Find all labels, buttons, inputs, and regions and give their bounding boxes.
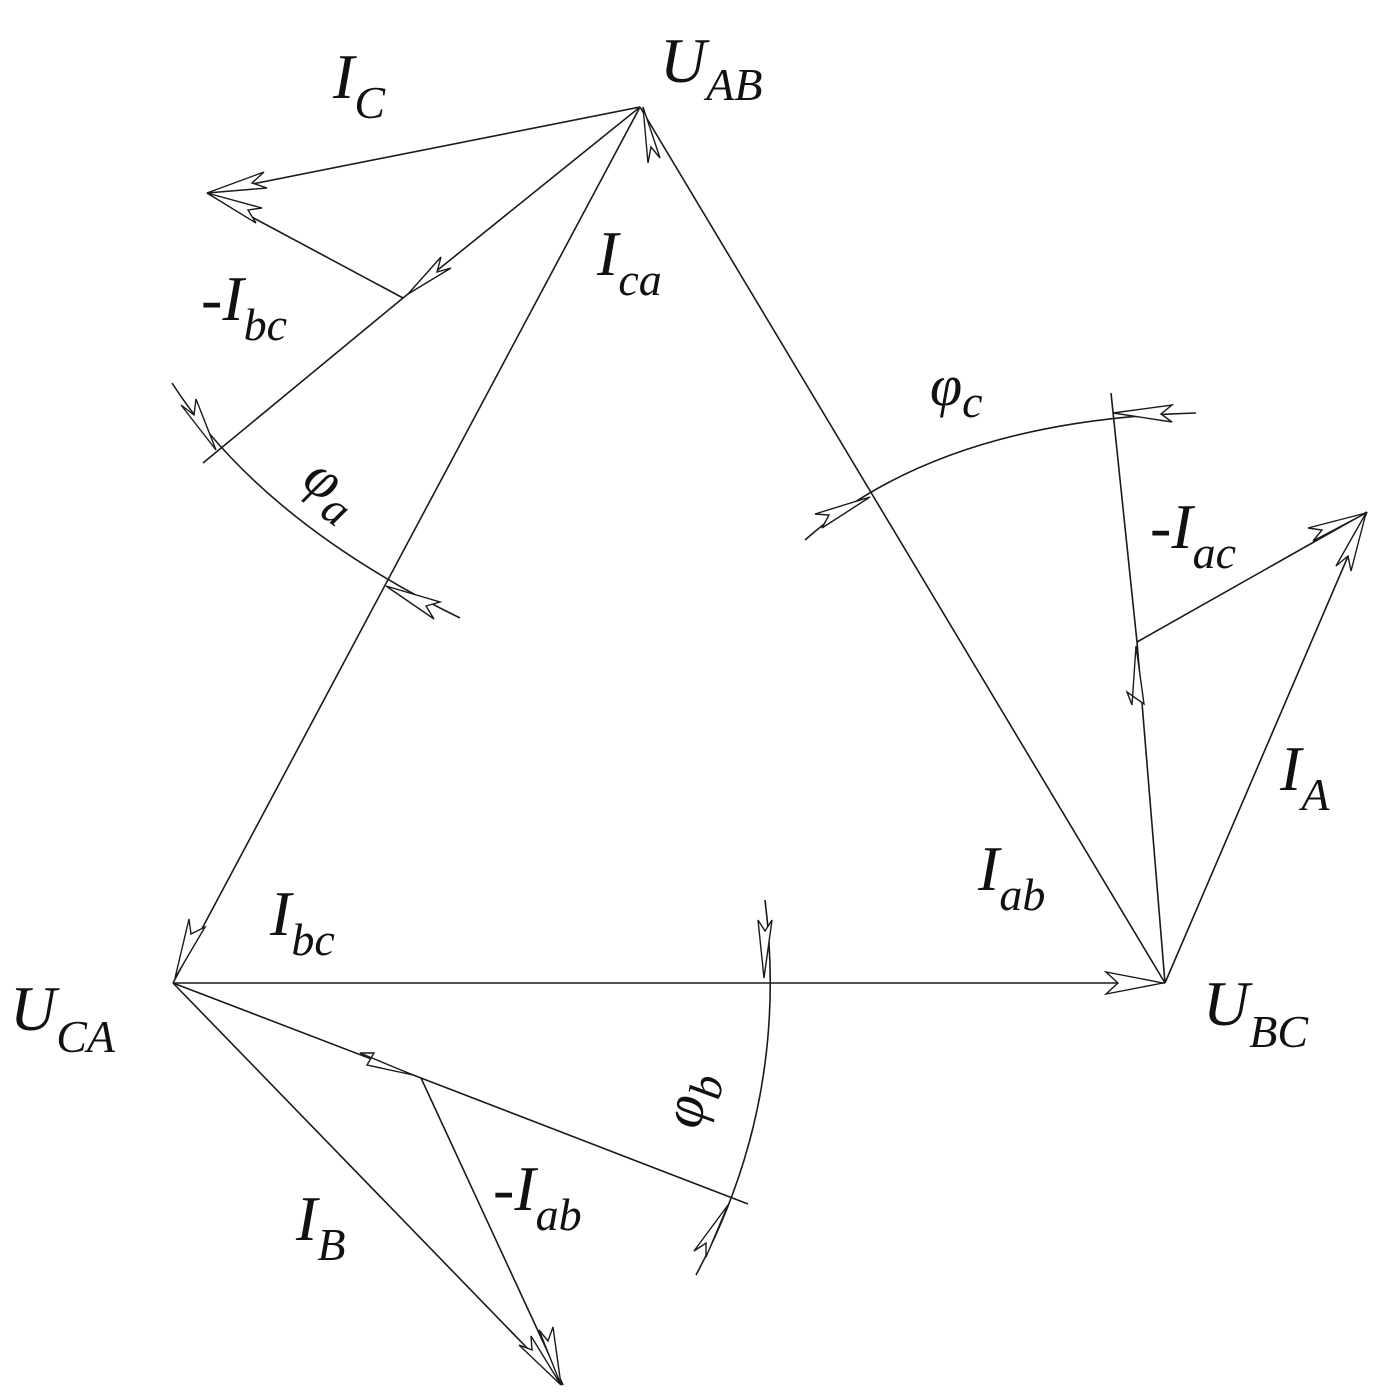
label-i-c: IC [332,41,386,128]
vector-minus-i-ab-side [420,1077,564,1386]
label-phi-c: φc [930,353,983,427]
arrowhead-uab [642,106,661,164]
label-minus-i-ac: -Iac [1150,491,1236,578]
vector-i-c [206,106,641,194]
vector-i-a [1164,511,1368,984]
arrowhead-phi-a-top [180,398,217,451]
label-i-ab: Iab [977,833,1045,920]
arrowhead-minus-i-ac-upper [1125,645,1145,706]
label-minus-i-ab: -Iab [493,1153,582,1240]
arrowhead-i-ca [174,918,207,979]
label-i-b: IB [295,1183,345,1270]
arrowheads [174,106,1367,1386]
label-u-ca: UCA [10,973,116,1062]
vector-i-b [172,982,564,1386]
ref-line-phi-a [202,297,404,464]
label-minus-i-bc: -Ibc [201,263,287,350]
arrowhead-i-b [518,1335,562,1386]
label-u-ab: UAB [660,25,762,110]
arrowhead-phi-b-bottom [693,1204,729,1258]
arrowhead-minus-i-ac [1307,512,1367,542]
arrowhead-minus-i-ab [538,1326,562,1386]
label-phi-b: φb [649,1067,733,1134]
arrowhead-i-a [1335,512,1367,572]
arrowhead-phi-c-right [1112,403,1175,423]
arrowhead-phi-a-bottom [385,585,443,620]
label-u-bc: UBC [1203,968,1309,1057]
arrowhead-i-c [206,171,268,194]
edge-uab-uca [172,106,641,984]
arrowhead-uab-branch [407,256,452,295]
arrowhead-minus-i-bc [206,192,263,224]
vector-minus-i-ac-side [1136,511,1368,643]
arrowhead-phi-c-left [814,496,871,529]
arrowhead-phi-b-top [757,919,773,979]
vector-minus-i-bc-upper [402,106,641,299]
ref-line-phi-b [420,1077,749,1205]
label-i-ca: Ica [596,218,662,305]
arrowhead-i-bc [1103,970,1164,996]
arrowhead-minus-i-ab-lower [359,1052,414,1076]
label-i-bc: Ibc [269,878,335,965]
arc-phi-c [804,412,1197,541]
label-phi-a: φa [286,442,375,536]
ref-line-phi-c [1110,392,1138,643]
edge-ubc-uab [639,106,1166,984]
label-i-a: IA [1279,733,1330,820]
